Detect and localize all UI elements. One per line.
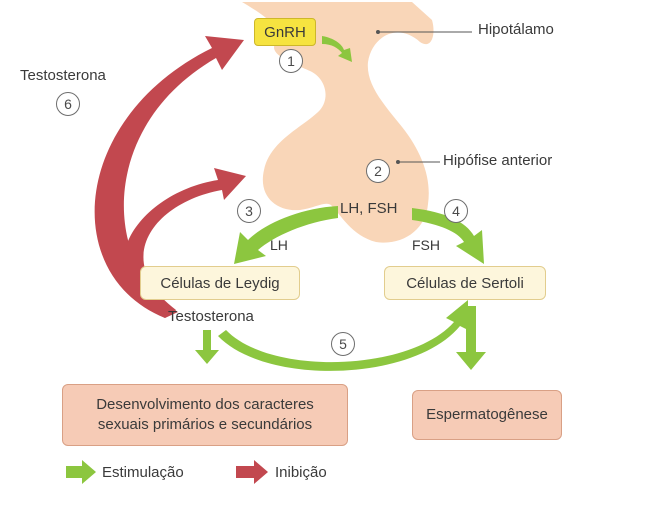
legend-inhibition-arrow <box>236 460 268 484</box>
step-4-badge: 4 <box>444 199 468 223</box>
step-5-badge: 5 <box>331 332 355 356</box>
legend-stimulation-label: Estimulação <box>102 464 184 481</box>
legend-stimulation-arrow <box>66 460 96 484</box>
stimulation-arrow-3 <box>234 206 338 264</box>
testosterone-feedback-label: Testosterona <box>20 67 106 84</box>
stimulation-arrow-4 <box>412 208 484 264</box>
sertoli-cells-box: Células de Sertoli <box>384 266 546 300</box>
fsh-label: FSH <box>412 237 440 253</box>
pituitary-gland <box>242 2 434 243</box>
inhibition-arrow-inner <box>123 168 246 318</box>
leydig-cells-box: Células de Leydig <box>140 266 300 300</box>
stimulation-arrow-down-right <box>456 306 486 370</box>
inhibition-arrow-6 <box>94 36 244 318</box>
hypothalamus-label: Hipotálamo <box>478 21 554 38</box>
gnrh-box: GnRH <box>254 18 316 46</box>
stimulation-arrow-down-left <box>195 330 219 364</box>
hypothalamus-dot <box>376 30 380 34</box>
step-6-badge: 6 <box>56 92 80 116</box>
spermatogenesis-box: Espermatogênese <box>412 390 562 440</box>
pituitary-dot <box>396 160 400 164</box>
step-1-badge: 1 <box>279 49 303 73</box>
lh-label: LH <box>270 237 288 253</box>
step-3-badge: 3 <box>237 199 261 223</box>
lh-fsh-label: LH, FSH <box>340 200 398 217</box>
testosterone-source-label: Testosterona <box>168 308 254 325</box>
stimulation-arrow-5 <box>218 300 468 371</box>
stimulation-arrow-1 <box>322 36 352 62</box>
anterior-pituitary-label: Hipófise anterior <box>443 152 553 169</box>
development-box: Desenvolvimento dos caracteres sexuais p… <box>62 384 348 446</box>
step-2-badge: 2 <box>366 159 390 183</box>
legend-inhibition-label: Inibição <box>275 464 327 481</box>
